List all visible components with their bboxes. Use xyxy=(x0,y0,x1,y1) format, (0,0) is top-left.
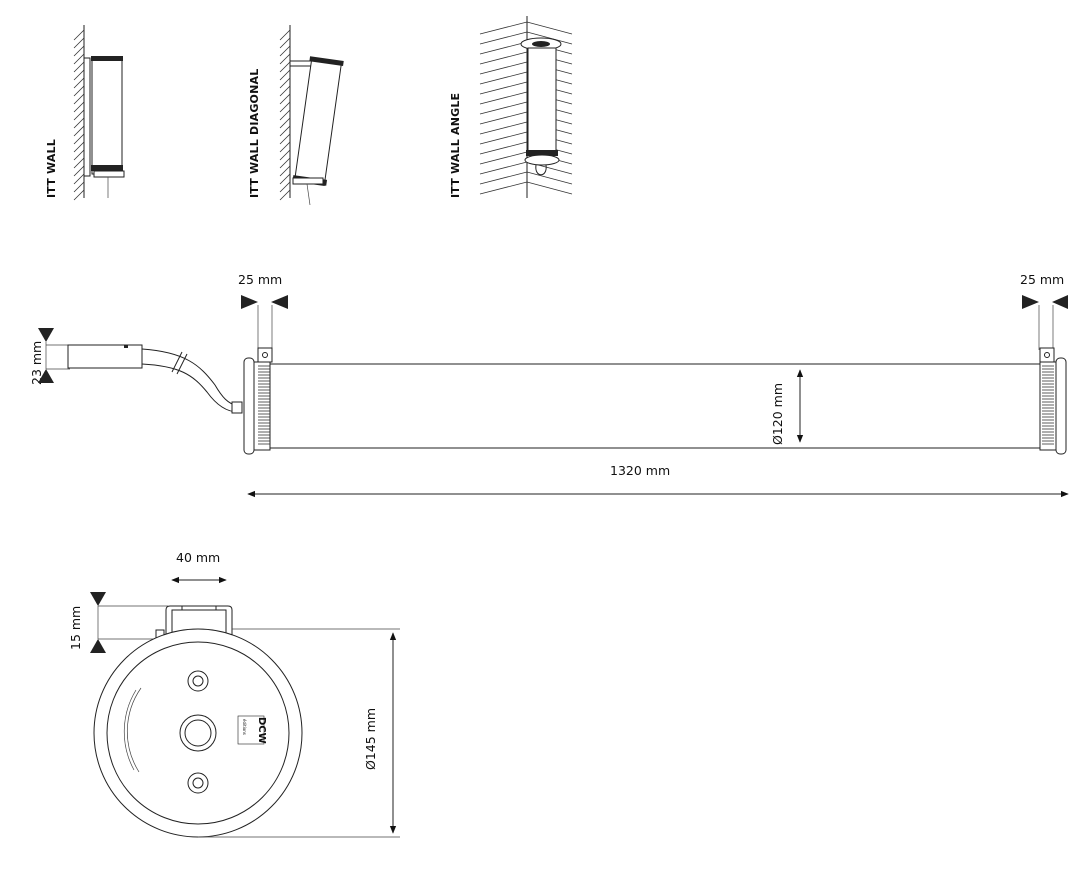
hatch-line xyxy=(479,91,528,105)
dim-bracket-width: 40 mm xyxy=(176,550,220,565)
hatch-line xyxy=(279,149,291,161)
hatch-line xyxy=(479,121,528,135)
dim-right-offset-arrows xyxy=(1022,295,1068,350)
hatch-line xyxy=(479,41,528,55)
hatch-line xyxy=(279,77,291,89)
hatch-line xyxy=(279,133,291,145)
hatch-line xyxy=(479,101,528,115)
hatch-line xyxy=(279,109,291,121)
hatch-line xyxy=(479,171,528,185)
hatch-line xyxy=(479,151,528,165)
cable-box xyxy=(67,344,243,414)
hatch-line xyxy=(279,85,291,97)
hatch-line xyxy=(73,181,85,193)
hatch-line xyxy=(73,133,85,145)
hatch-line xyxy=(279,157,291,169)
lamp-itt-wall-diagonal xyxy=(289,56,344,206)
hatch-line xyxy=(73,117,85,129)
hatch-line xyxy=(73,125,85,137)
dim-cable-box-arrows xyxy=(38,328,70,383)
hatch-line xyxy=(73,85,85,97)
hatch-line xyxy=(279,125,291,137)
dim-left-offset: 25 mm xyxy=(238,272,282,287)
hatch-line xyxy=(279,69,291,81)
hatch-line xyxy=(73,157,85,169)
variant-label-itt-wall: ITT WALL xyxy=(45,139,58,198)
hatch-line xyxy=(479,31,528,45)
dim-bracket-height: 15 mm xyxy=(68,606,83,650)
hatch-line xyxy=(73,149,85,161)
hatch-line xyxy=(279,165,291,177)
hatch-line xyxy=(279,189,291,201)
hatch-line xyxy=(279,141,291,153)
hatch-line xyxy=(479,111,528,125)
lamp-itt-wall-angle xyxy=(520,37,562,176)
hatch-line xyxy=(279,53,291,65)
dim-cap-diameter-lines xyxy=(198,628,400,838)
variant-itt-wall-diagonal: ITT WALL DIAGONAL xyxy=(248,25,344,206)
hatch-line xyxy=(479,81,528,95)
hatch-line xyxy=(73,141,85,153)
hatch-line xyxy=(479,161,528,175)
hatch-line xyxy=(73,165,85,177)
hatch-line xyxy=(526,171,573,185)
hatch-line xyxy=(73,93,85,105)
hatch-line xyxy=(479,141,528,155)
wall-hatch xyxy=(73,25,85,201)
lamp-itt-wall xyxy=(83,56,125,198)
variant-itt-wall: ITT WALL xyxy=(45,25,125,201)
hatch-line xyxy=(279,29,291,41)
hatch-line xyxy=(73,61,85,73)
hatch-line xyxy=(279,101,291,113)
hatch-line xyxy=(279,173,291,185)
hatch-line xyxy=(73,77,85,89)
hatch-line xyxy=(73,189,85,201)
hatch-line xyxy=(526,31,573,45)
hatch-line xyxy=(73,69,85,81)
hatch-line xyxy=(73,45,85,57)
hatch-line xyxy=(479,51,528,65)
logo-text: DCW xyxy=(256,717,267,744)
logo-subtext: éditions xyxy=(242,719,247,735)
hatch-line xyxy=(73,109,85,121)
dim-cable-box-height: 23 mm xyxy=(29,341,44,385)
hatch-line xyxy=(479,61,528,75)
tube-body xyxy=(243,347,1067,455)
dim-length: 1320 mm xyxy=(610,463,670,478)
hatch-line xyxy=(526,21,573,35)
dcw-logo: DCW éditions xyxy=(237,715,267,745)
hatch-line xyxy=(479,71,528,85)
hatch-line xyxy=(73,53,85,65)
hatch-line xyxy=(479,21,528,35)
hatch-line xyxy=(279,93,291,105)
hatch-line xyxy=(73,173,85,185)
side-view: 25 mm 25 mm 23 mm xyxy=(29,272,1069,498)
dim-left-offset-arrows xyxy=(241,295,288,350)
hatch-line xyxy=(479,131,528,145)
dim-right-offset: 25 mm xyxy=(1020,272,1064,287)
hatch-line xyxy=(279,45,291,57)
hatch-line xyxy=(279,117,291,129)
end-cap: DCW éditions xyxy=(93,628,303,838)
variant-itt-wall-angle: ITT WALL ANGLE xyxy=(449,16,573,198)
dim-cap-diameter: Ø145 mm xyxy=(363,708,378,770)
hatch-line xyxy=(73,29,85,41)
dim-tube-diameter: Ø120 mm xyxy=(770,383,785,445)
end-view: 40 mm 15 mm xyxy=(68,550,400,838)
hatch-line xyxy=(73,37,85,49)
hatch-line xyxy=(279,61,291,73)
hatch-line xyxy=(73,101,85,113)
hatch-line xyxy=(526,181,573,195)
hatch-line xyxy=(279,37,291,49)
dim-bracket-height-arrows xyxy=(90,592,168,653)
variant-label-itt-wall-diagonal: ITT WALL DIAGONAL xyxy=(248,69,261,198)
hatch-line xyxy=(479,181,528,195)
hatch-line xyxy=(279,181,291,193)
variant-label-itt-wall-angle: ITT WALL ANGLE xyxy=(449,93,462,198)
